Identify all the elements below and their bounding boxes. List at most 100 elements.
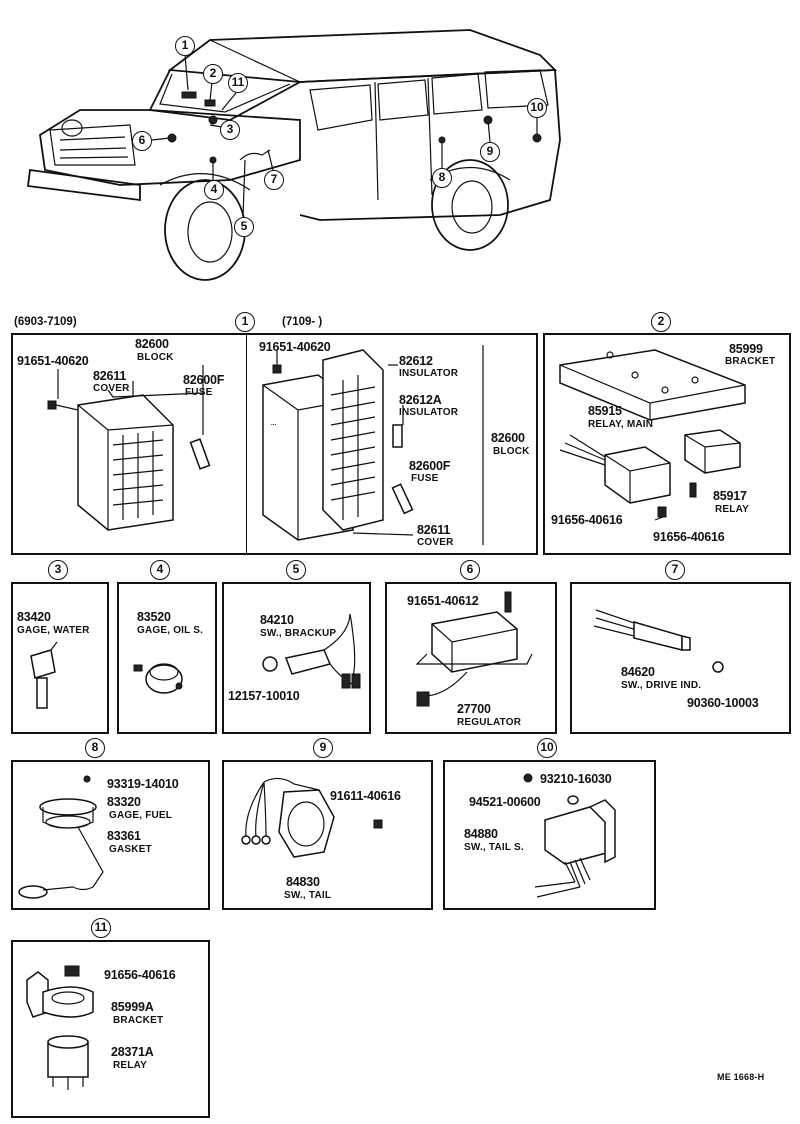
s2-bracket-pn: 85999 <box>729 342 763 356</box>
s1-left-block-pn: 82600 <box>135 337 169 351</box>
s10-name: SW., TAIL S. <box>464 842 524 853</box>
vehicle-callout[interactable]: 7 <box>264 170 284 190</box>
s10-panel: 93210-16030 94521-00600 84880 SW., TAIL … <box>443 760 656 910</box>
diagram-code: ME 1668-H <box>717 1072 765 1082</box>
vehicle-callout[interactable]: 9 <box>480 142 500 162</box>
s7-name: SW., DRIVE IND. <box>621 680 702 691</box>
vehicle-drawing <box>26 29 561 281</box>
s1-right-insulator-pn: 82612 <box>399 354 433 368</box>
s11-bracket-pn: 85999A <box>111 1000 154 1014</box>
s5-drawing <box>262 613 361 689</box>
s6-callout[interactable]: 6 <box>460 560 480 580</box>
s1-panel: ... 91651-40620 82600 BLOCK 82611 COVER … <box>11 333 538 555</box>
s11-panel: 91656-40616 85999A BRACKET 28371A RELAY <box>11 940 210 1118</box>
vehicle-illustration: 1 2 11 3 6 4 5 7 8 9 10 <box>0 0 800 300</box>
s7-pn: 84620 <box>621 665 655 679</box>
s9-bolt-pn: 91611-40616 <box>330 789 401 803</box>
s8-panel: 93319-14010 83320 GAGE, FUEL 83361 GASKE… <box>11 760 210 910</box>
s2-panel: 85999 BRACKET 85915 RELAY, MAIN 85917 RE… <box>543 333 791 555</box>
s7-ball-pn: 90360-10003 <box>687 696 759 710</box>
s7-panel: 84620 SW., DRIVE IND. 90360-10003 <box>570 582 791 734</box>
vehicle-callout[interactable]: 2 <box>203 64 223 84</box>
s2-relay-pn: 85917 <box>713 489 747 503</box>
s11-drawing <box>26 965 94 1090</box>
vehicle-callout[interactable]: 6 <box>132 131 152 151</box>
s7-callout[interactable]: 7 <box>665 560 685 580</box>
s1-left-fuse-pn: 82600F <box>183 373 225 387</box>
s9-pn: 84830 <box>286 875 320 889</box>
vehicle-callout[interactable]: 11 <box>228 73 248 93</box>
s8-gage-pn: 83320 <box>107 795 141 809</box>
s3-pn: 83420 <box>17 610 51 624</box>
s3-callout[interactable]: 3 <box>48 560 68 580</box>
s2-bolt1-pn: 91656-40616 <box>551 513 623 527</box>
s1-range-right: (7109- ) <box>282 316 323 328</box>
s1-left-fuse-name: FUSE <box>185 387 213 398</box>
s4-pn: 83520 <box>137 610 171 624</box>
s2-drawing <box>559 349 746 521</box>
s1-left-cover-pn: 82611 <box>93 369 127 383</box>
vehicle-callout[interactable]: 1 <box>175 36 195 56</box>
s8-callout[interactable]: 8 <box>85 738 105 758</box>
vehicle-callout[interactable]: 8 <box>432 168 452 188</box>
s9-panel: 91611-40616 84830 SW., TAIL <box>222 760 433 910</box>
vehicle-callout[interactable]: 10 <box>527 98 547 118</box>
s1-left-bolt-pn: 91651-40620 <box>17 354 89 368</box>
s8-gage-name: GAGE, FUEL <box>109 810 173 821</box>
s8-gasket-name: GASKET <box>109 844 152 855</box>
vehicle-callout[interactable]: 5 <box>234 217 254 237</box>
s6-name: REGULATOR <box>457 717 522 728</box>
s4-panel: 83520 GAGE, OIL S. <box>117 582 217 734</box>
s8-gasket-pn: 83361 <box>107 829 141 843</box>
s2-relay-main-pn: 85915 <box>588 404 622 418</box>
s1-left-block-name: BLOCK <box>137 352 174 363</box>
s5-washer-pn: 12157-10010 <box>228 689 300 703</box>
s2-relay-main-name: RELAY, MAIN <box>588 419 654 430</box>
s1-left-cover-name: COVER <box>93 383 130 394</box>
s5-callout[interactable]: 5 <box>286 560 306 580</box>
s10-pn: 84880 <box>464 827 498 841</box>
s1-right-cover-name: COVER <box>417 537 454 548</box>
s7-drawing <box>593 609 724 673</box>
s10-screw-pn: 93210-16030 <box>540 772 612 786</box>
s1-right-insulator-name: INSULATOR <box>399 368 459 379</box>
s10-washer-pn: 94521-00600 <box>469 795 541 809</box>
s9-drawing <box>241 777 383 858</box>
s2-relay-name: RELAY <box>715 504 749 515</box>
s6-pn: 27700 <box>457 702 491 716</box>
s1-right-block-name: BLOCK <box>493 446 530 457</box>
s9-name: SW., TAIL <box>284 890 332 901</box>
vehicle-callout[interactable]: 3 <box>220 120 240 140</box>
s1-right-block-pn: 82600 <box>491 431 525 445</box>
s2-bolt2-pn: 91656-40616 <box>653 530 725 544</box>
s8-screw-pn: 93319-14010 <box>107 777 179 791</box>
s1-callout[interactable]: 1 <box>235 312 255 332</box>
s5-name: SW., BRACKUP <box>260 628 337 639</box>
s8-drawing <box>18 775 104 899</box>
s1-right-insulator2-pn: 82612A <box>399 393 442 407</box>
s3-panel: 83420 GAGE, WATER <box>11 582 109 734</box>
s11-relay-name: RELAY <box>113 1060 147 1071</box>
vehicle-callout[interactable]: 4 <box>204 180 224 200</box>
s5-panel: 84210 SW., BRACKUP 12157-10010 <box>222 582 371 734</box>
s1-right-insulator2-name: INSULATOR <box>399 407 459 418</box>
s2-bracket-name: BRACKET <box>725 356 776 367</box>
s1-right-fuse-name: FUSE <box>411 473 439 484</box>
s3-drawing <box>30 641 58 709</box>
s1-right-bolt-pn: 91651-40620 <box>259 340 331 354</box>
svg-text:...: ... <box>271 421 277 427</box>
s1-range-left: (6903-7109) <box>14 316 77 328</box>
s4-name: GAGE, OIL S. <box>137 625 204 636</box>
s10-callout[interactable]: 10 <box>537 738 557 758</box>
s2-callout[interactable]: 2 <box>651 312 671 332</box>
s1-right-fuse-pn: 82600F <box>409 459 451 473</box>
s11-bracket-name: BRACKET <box>113 1015 164 1026</box>
s11-callout[interactable]: 11 <box>91 918 111 938</box>
s11-bolt-pn: 91656-40616 <box>104 968 176 982</box>
s5-pn: 84210 <box>260 613 294 627</box>
s6-panel: 91651-40612 27700 REGULATOR <box>385 582 557 734</box>
s9-callout[interactable]: 9 <box>313 738 333 758</box>
s6-drawing <box>415 591 533 707</box>
s4-callout[interactable]: 4 <box>150 560 170 580</box>
s6-bolt-pn: 91651-40612 <box>407 594 479 608</box>
